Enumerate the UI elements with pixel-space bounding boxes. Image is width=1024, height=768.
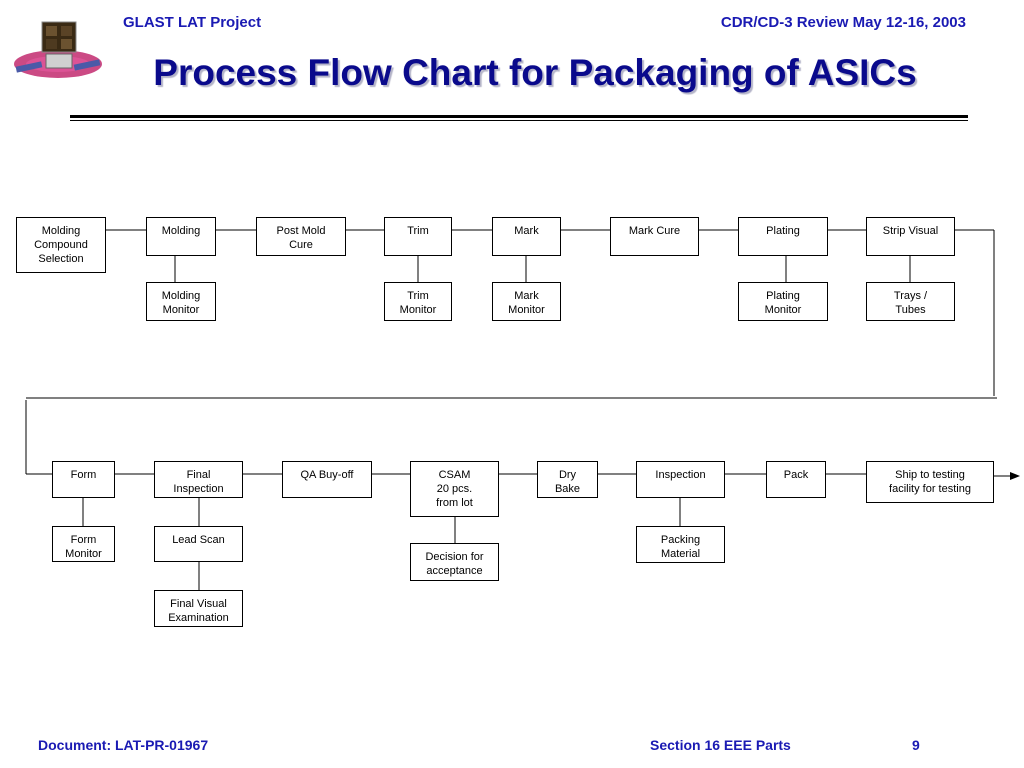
sub-final-visual-examination: Final Visual Examination xyxy=(154,590,243,627)
ship-arrow-icon xyxy=(1010,472,1020,480)
sub-decision-for-acceptance: Decision for acceptance xyxy=(410,543,499,581)
step-form: Form xyxy=(52,461,115,498)
sub-trim-monitor: Trim Monitor xyxy=(384,282,452,321)
step-post-mold-cure: Post Mold Cure xyxy=(256,217,346,256)
step-qa-buy-off: QA Buy-off xyxy=(282,461,372,498)
sub-molding-monitor: Molding Monitor xyxy=(146,282,216,321)
step-csam: CSAM 20 pcs. from lot xyxy=(410,461,499,517)
step-inspection: Inspection xyxy=(636,461,725,498)
footer-document: Document: LAT-PR-01967 xyxy=(38,737,209,753)
glast-satellite-logo-icon xyxy=(14,21,102,78)
step-mark: Mark xyxy=(492,217,561,256)
footer-section: Section 16 EEE Parts xyxy=(650,737,791,753)
title-underline-thin xyxy=(70,120,968,121)
step-plating: Plating xyxy=(738,217,828,256)
step-molding: Molding xyxy=(146,217,216,256)
step-strip-visual: Strip Visual xyxy=(866,217,955,256)
step-pack: Pack xyxy=(766,461,826,498)
footer-page-number: 9 xyxy=(912,737,920,753)
sub-form-monitor: Form Monitor xyxy=(52,526,115,562)
step-ship-to-testing: Ship to testing facility for testing xyxy=(866,461,994,503)
step-trim: Trim xyxy=(384,217,452,256)
header-project: GLAST LAT Project xyxy=(123,14,262,31)
step-molding-compound-selection: Molding Compound Selection xyxy=(16,217,106,273)
sub-plating-monitor: Plating Monitor xyxy=(738,282,828,321)
step-final-inspection: Final Inspection xyxy=(154,461,243,498)
page-title: Process Flow Chart for Packaging of ASIC… xyxy=(153,52,917,93)
title-underline-thick xyxy=(70,115,968,118)
sub-mark-monitor: Mark Monitor xyxy=(492,282,561,321)
sub-lead-scan: Lead Scan xyxy=(154,526,243,562)
step-dry-bake: Dry Bake xyxy=(537,461,598,498)
sub-trays-tubes: Trays / Tubes xyxy=(866,282,955,321)
header-review: CDR/CD-3 Review May 12-16, 2003 xyxy=(720,14,966,31)
step-mark-cure: Mark Cure xyxy=(610,217,699,256)
sub-packing-material: Packing Material xyxy=(636,526,725,563)
